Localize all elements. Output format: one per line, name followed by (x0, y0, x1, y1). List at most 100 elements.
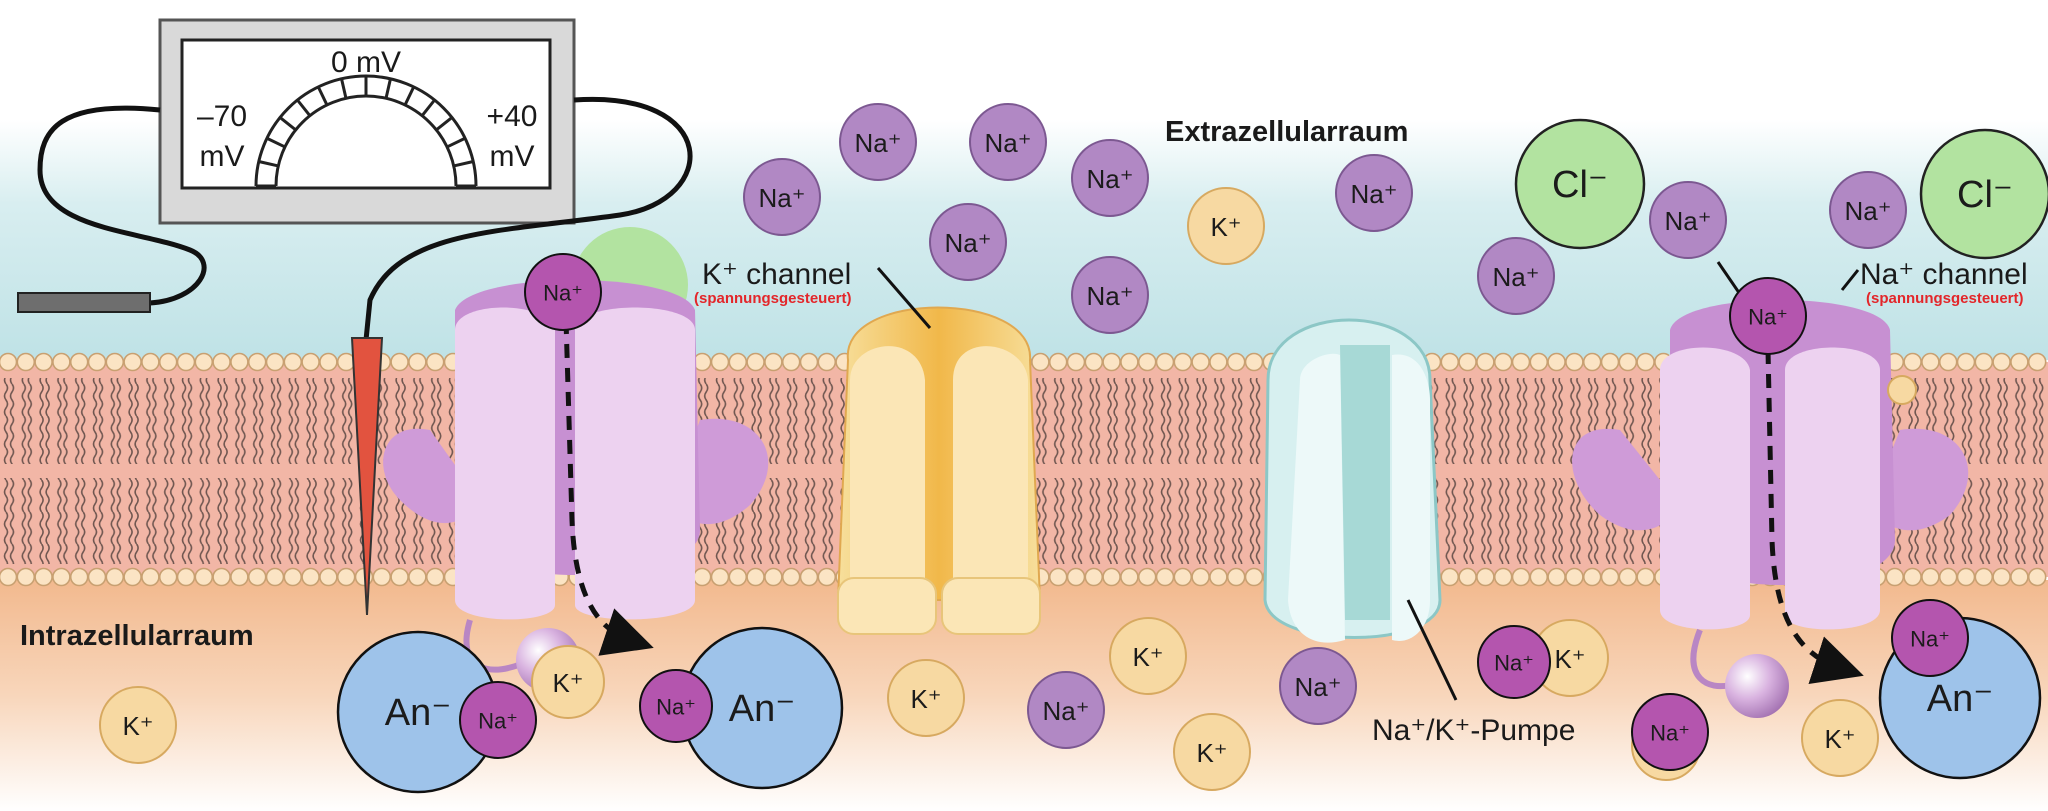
intracellular-label: Intrazellularraum (20, 620, 254, 652)
sodium-ion-label: Na⁺ (1043, 696, 1090, 726)
bound-sodium-ion-label: Na⁺ (1494, 651, 1534, 676)
potassium-ion-label: K⁺ (1824, 724, 1855, 754)
bound-sodium-ion-circle (1891, 599, 1969, 677)
bound-sodium-ion-label: Na⁺ (543, 281, 583, 306)
sodium-ion: Na⁺ (969, 103, 1047, 181)
sodium-ion-circle (1649, 181, 1727, 259)
potassium-ion-label: K⁺ (1132, 642, 1163, 672)
anion: An⁻ (680, 626, 844, 790)
microelectrode (350, 337, 384, 616)
bound-sodium-ion-circle (1729, 277, 1807, 355)
sodium-ion-circle (839, 103, 917, 181)
potassium-ion: K⁺ (1187, 187, 1265, 265)
potassium-ion-circle (531, 645, 605, 719)
potassium-ion: K⁺ (1109, 617, 1187, 695)
potassium-ion-label: K⁺ (1554, 644, 1585, 674)
sodium-ion: Na⁺ (839, 103, 917, 181)
bound-sodium-ion: Na⁺ (459, 681, 537, 759)
sodium-ion: Na⁺ (1279, 647, 1357, 725)
sodium-ion: Na⁺ (929, 203, 1007, 281)
potassium-ion-label: K⁺ (122, 711, 153, 741)
ions-layer: Na⁺Na⁺Na⁺Na⁺Na⁺Na⁺Na⁺Na⁺Na⁺Na⁺K⁺Cl⁻Cl⁻Na… (99, 103, 2048, 794)
sodium-ion: Na⁺ (1335, 154, 1413, 232)
plus-40-label: +40 (487, 100, 538, 133)
na-channel-left (383, 227, 769, 692)
sodium-ion: Na⁺ (1071, 139, 1149, 217)
sodium-ion-circle (1071, 139, 1149, 217)
sodium-ion: Na⁺ (1477, 237, 1555, 315)
potassium-ion: K⁺ (1801, 699, 1879, 777)
na-channel-right (1572, 261, 1969, 718)
voltmeter: 0 mV –70 mV +40 mV (17, 18, 693, 616)
na-channel-note: (spannungsgesteuert) (1866, 290, 2024, 307)
sodium-ion-circle (1071, 256, 1149, 334)
sodium-ion-label: Na⁺ (985, 128, 1032, 158)
bound-sodium-ion-circle (459, 681, 537, 759)
potassium-ion-circle (1187, 187, 1265, 265)
zero-mv-label: 0 mV (331, 46, 401, 79)
potassium-ion-label: K⁺ (552, 668, 583, 698)
sodium-ion-label: Na⁺ (1665, 206, 1712, 236)
k-channel-leader (876, 267, 932, 329)
bound-sodium-ion: Na⁺ (1729, 277, 1807, 355)
sodium-ion: Na⁺ (1829, 171, 1907, 249)
sodium-ion-label: Na⁺ (1351, 179, 1398, 209)
potassium-ion-label: K⁺ (1196, 738, 1227, 768)
chloride-ion: Cl⁻ (1919, 128, 2048, 260)
potassium-ion-circle (1173, 713, 1251, 791)
potassium-ion-circle (887, 659, 965, 737)
reference-cable (37, 105, 207, 306)
sodium-ion-circle (969, 103, 1047, 181)
bound-sodium-ion-circle (1631, 693, 1709, 771)
chloride-ion: Cl⁻ (1514, 118, 1646, 250)
bound-sodium-ion: Na⁺ (639, 669, 713, 743)
sodium-ion-circle (1829, 171, 1907, 249)
potassium-ion: K⁺ (887, 659, 965, 737)
sodium-ion-label: Na⁺ (1493, 262, 1540, 292)
sodium-ion-circle (1335, 154, 1413, 232)
potassium-ion-circle (1801, 699, 1879, 777)
sodium-ion-circle (929, 203, 1007, 281)
sodium-ion: Na⁺ (743, 158, 821, 236)
extracellular-label: Extrazellularraum (1165, 116, 1408, 148)
potassium-ion-label: K⁺ (1210, 212, 1241, 242)
bound-sodium-ion-label: Na⁺ (1748, 305, 1788, 330)
bound-sodium-ion-circle (1477, 625, 1551, 699)
bound-sodium-ion: Na⁺ (1631, 693, 1709, 771)
anion-label: An⁻ (1927, 678, 1994, 720)
na-channel-label: Na⁺ channel (1860, 258, 2028, 291)
potassium-ion: K⁺ (1173, 713, 1251, 791)
bound-sodium-ion: Na⁺ (524, 253, 602, 331)
potassium-ion-label: K⁺ (910, 684, 941, 714)
pump-leader (1406, 599, 1458, 701)
bound-sodium-ion-label: Na⁺ (656, 695, 696, 720)
potassium-ion: K⁺ (1531, 619, 1609, 697)
chloride-ion-circle (1919, 128, 2048, 260)
bound-sodium-ion: Na⁺ (1891, 599, 1969, 677)
chloride-ion-label: Cl⁻ (1552, 164, 1608, 206)
recording-cable (363, 96, 693, 341)
potassium-ion-circle (1109, 617, 1187, 695)
sodium-ion-circle (743, 158, 821, 236)
bound-sodium-ion-circle (524, 253, 602, 331)
bound-sodium-ion: Na⁺ (1477, 625, 1551, 699)
na-k-pump (1263, 318, 1458, 701)
plus-unit-label: mV (490, 140, 535, 173)
bound-sodium-ion-label: Na⁺ (478, 709, 518, 734)
k-channel (836, 267, 1042, 635)
chloride-ion-label: Cl⁻ (1957, 174, 2013, 216)
bound-sodium-ion-label: Na⁺ (1910, 627, 1950, 652)
sodium-ion: Na⁺ (1071, 256, 1149, 334)
minus-unit-label: mV (200, 140, 245, 173)
sodium-ion-label: Na⁺ (1845, 196, 1892, 226)
sodium-ion-label: Na⁺ (759, 183, 806, 213)
bound-sodium-ion-circle (639, 669, 713, 743)
k-channel-label: K⁺ channel (702, 258, 851, 291)
potassium-ion: K⁺ (99, 686, 177, 764)
sodium-ion-circle (1027, 671, 1105, 749)
sodium-ion: Na⁺ (1027, 671, 1105, 749)
na-channel-leader (1840, 269, 1860, 291)
sodium-ion-label: Na⁺ (1087, 281, 1134, 311)
sodium-ion-circle (1477, 237, 1555, 315)
